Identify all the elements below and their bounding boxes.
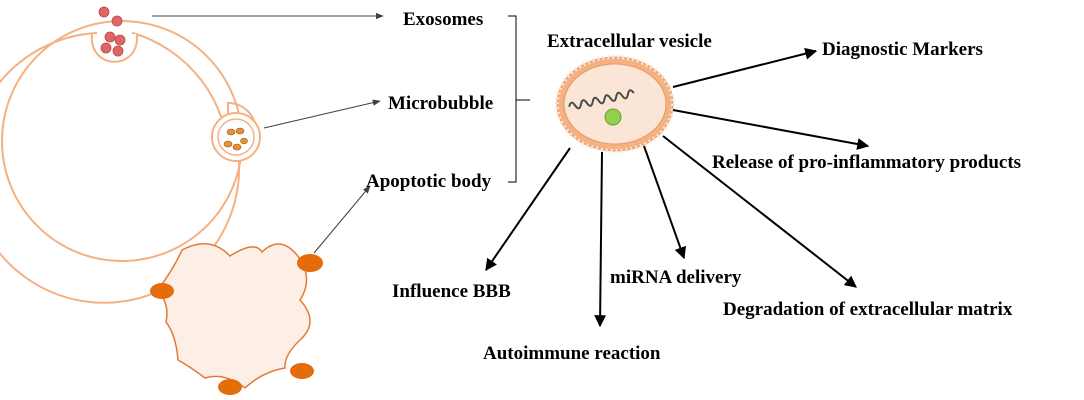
exosome-particles xyxy=(98,6,126,57)
microbubble-particles xyxy=(223,127,248,151)
rna-helix-icon xyxy=(568,89,635,110)
apoptotic-cell-icon xyxy=(150,243,323,395)
apoptotic-bleb xyxy=(290,363,314,379)
label-degradation-ecm: Degradation of extracellular matrix xyxy=(723,299,1013,320)
label-apoptotic-body: Apoptotic body xyxy=(366,171,492,192)
green-particle-icon xyxy=(604,108,622,126)
extracellular-vesicle-icon xyxy=(555,55,675,153)
source-bracket xyxy=(508,15,530,183)
microbubble-bulge xyxy=(211,112,261,162)
label-release-pro-inflammatory: Release of pro-inflammatory products xyxy=(712,152,1022,173)
label-diagnostic-markers: Diagnostic Markers xyxy=(822,39,983,60)
effect-arrows xyxy=(485,47,870,328)
arrow-autoimmune-reaction xyxy=(594,151,607,328)
cell-outer-membrane xyxy=(0,31,257,304)
source-arrows xyxy=(152,12,384,254)
arrow-influence-bbb xyxy=(485,147,571,271)
apoptotic-cell-body xyxy=(157,243,311,389)
arrow-mirna-delivery xyxy=(643,145,687,260)
label-autoimmune-reaction: Autoimmune reaction xyxy=(483,343,661,364)
apoptotic-bleb xyxy=(297,254,323,272)
apoptotic-bleb xyxy=(218,379,242,395)
label-extracellular-vesicle: Extracellular vesicle xyxy=(547,31,712,52)
arrow-diagnostic-markers xyxy=(672,47,818,88)
arrow-release-pro-inflammatory xyxy=(672,109,870,150)
label-influence-bbb: Influence BBB xyxy=(392,281,511,302)
apoptotic-bleb xyxy=(150,283,174,299)
arrow-microbubble xyxy=(263,99,381,129)
label-mirna-delivery: miRNA delivery xyxy=(610,267,742,288)
label-exosomes: Exosomes xyxy=(403,9,484,30)
arrow-apoptotic-body xyxy=(313,185,371,254)
arrow-degradation-ecm xyxy=(662,135,857,288)
label-microbubble: Microbubble xyxy=(388,93,494,114)
